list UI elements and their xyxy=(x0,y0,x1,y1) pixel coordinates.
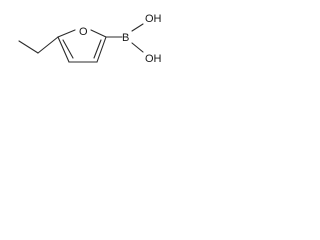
hydroxyl-top-label: OH xyxy=(145,13,162,25)
ring-oxygen-label: O xyxy=(79,26,88,38)
bond-boron-oh-bottom xyxy=(131,42,144,53)
boron-label: B xyxy=(122,32,129,44)
bond-c4-c5 xyxy=(57,36,70,63)
structure-svg: O B OH OH xyxy=(18,13,162,65)
bond-boron-oh-top xyxy=(131,23,144,32)
molecule-diagram: O B OH OH xyxy=(0,0,192,99)
bond-ethyl-ch2-c5 xyxy=(37,36,59,54)
bond-o1-c2 xyxy=(90,29,107,38)
bond-c4-c5-double xyxy=(62,39,74,59)
bond-c2-c3 xyxy=(96,36,107,63)
bond-c5-o1 xyxy=(57,29,76,38)
hydroxyl-bottom-label: OH xyxy=(145,53,162,65)
bond-ethyl-ch3-ch2 xyxy=(18,40,39,54)
bond-c2-c3-double xyxy=(93,39,102,59)
